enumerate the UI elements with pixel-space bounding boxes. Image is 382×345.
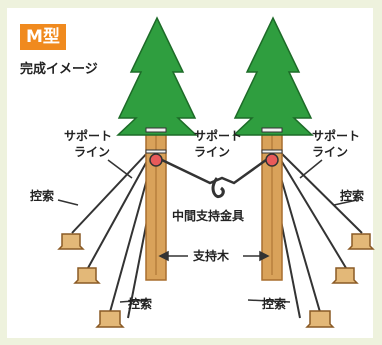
stumps [57,233,375,328]
support-wood-label: 支持木 [192,248,230,263]
center-support-line [161,158,267,185]
right-tree [232,16,314,281]
support-line-left-1: サポート [64,128,112,143]
leader-guy-right-lower [247,299,291,303]
guy-line [275,151,347,269]
leader-guy-left-lower [119,299,149,303]
stump [57,233,85,250]
support-line-right-2: ライン [312,145,348,159]
stump [305,310,335,328]
arrow-right-icon [259,250,270,262]
right-canopy [232,16,314,136]
right-band [261,149,283,154]
type-badge: M型 [20,24,66,50]
left-collar-top [145,127,167,133]
stump [331,267,359,284]
guy-label-left-lower: 控索 [128,296,152,311]
support-line-left-2: ライン [74,145,110,159]
stump [95,310,125,328]
guy-line [71,149,151,234]
leader-guy-left-upper [57,199,79,206]
guy-label-right-upper: 控索 [340,188,364,203]
guy-label-left-upper: 控索 [30,188,54,203]
leader-lines [57,159,358,303]
left-collar-icon [149,153,163,167]
leader-support-right [299,159,323,179]
support-line-center-2: ライン [194,145,230,159]
right-collar-icon [265,153,279,167]
stump [347,233,375,250]
diagram-subtitle: 完成イメージ [20,62,98,77]
stump [73,267,101,284]
middle-fitting-icon [211,177,225,199]
left-band [145,149,167,154]
support-line-center-1: サポート [194,128,242,143]
leader-guy-right-upper [333,199,358,206]
support-line-right-1: サポート [312,128,360,143]
right-collar-top [261,127,283,133]
guy-line [277,149,363,234]
arrow-left-icon [158,250,169,262]
guy-line [87,151,153,269]
left-tree [116,16,198,281]
leader-support-left [107,159,133,179]
left-canopy [116,16,198,136]
guy-label-right-lower: 控索 [262,296,286,311]
middle-fitting-label: 中間支持金具 [172,208,244,223]
